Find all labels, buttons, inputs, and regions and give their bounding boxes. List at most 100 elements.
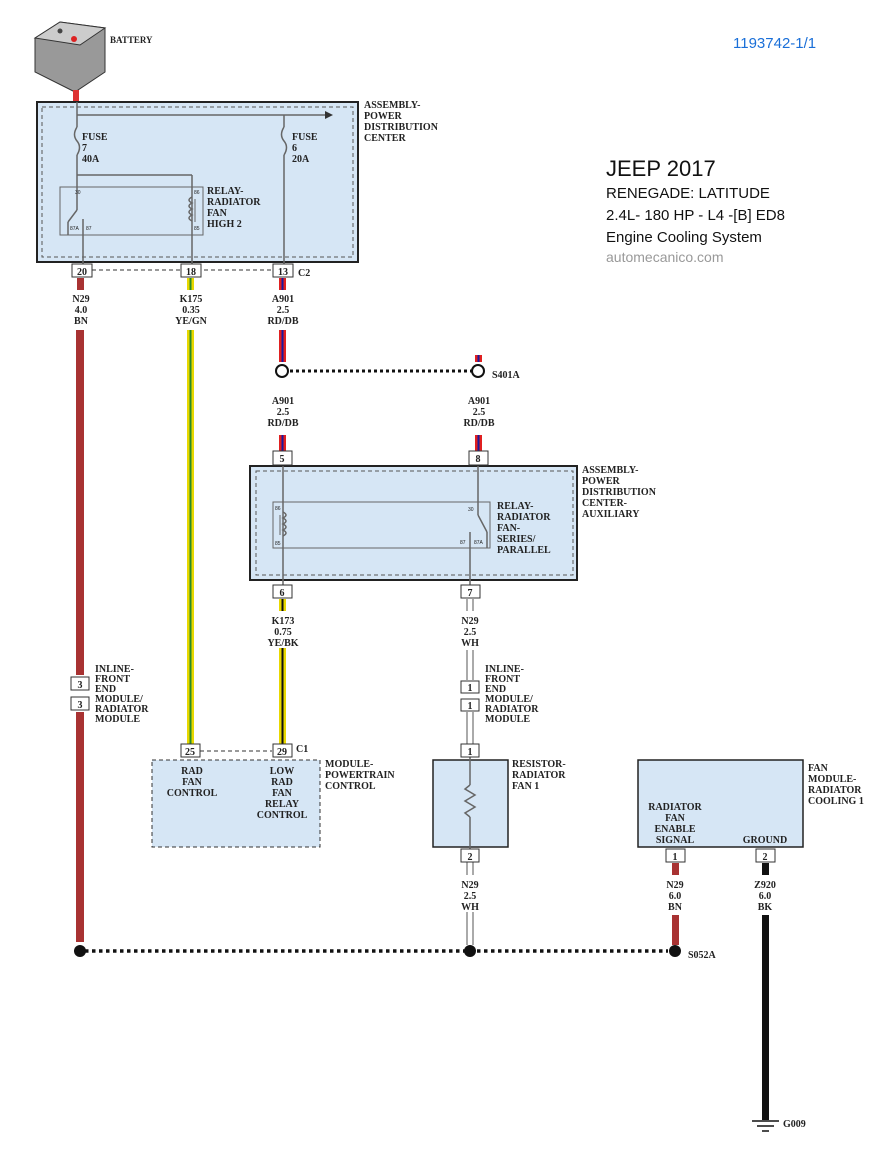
diagram-mark bbox=[272, 501, 491, 549]
diagram-mark bbox=[280, 126, 288, 156]
inline-right-pins-0-text: 1 bbox=[468, 683, 473, 694]
diagram-mark bbox=[468, 450, 489, 466]
connector-c2: 20 18 13 C2 bbox=[71, 263, 310, 279]
diagram-mark bbox=[180, 743, 201, 758]
aux-pins-top-0-text: 5 bbox=[280, 454, 285, 465]
pdc-fuse7-1-text: 7 bbox=[82, 143, 87, 154]
diagram-mark bbox=[460, 680, 480, 694]
diagram-mark bbox=[281, 511, 287, 537]
inline-label-0-text: INLINE- bbox=[485, 664, 524, 675]
inline-label-1-text: FRONT bbox=[95, 674, 130, 685]
diagram-mark bbox=[249, 465, 578, 581]
fan-sig-2-text: ENABLE bbox=[654, 824, 695, 835]
wires-a901-r-1-text: 2.5 bbox=[473, 407, 486, 418]
diagram-mark bbox=[73, 126, 81, 156]
diagram-mark bbox=[477, 355, 480, 362]
wires-a901-0-text: A901 bbox=[272, 294, 294, 305]
splice-s052a-label: S052A bbox=[688, 950, 717, 961]
aux-relay-pins-1-text: 85 bbox=[275, 541, 281, 547]
aux-relay-0-text: RELAY- bbox=[497, 501, 534, 512]
pcm-rad-0-text: RAD bbox=[181, 766, 203, 777]
doc-id: 1193742-1/1 bbox=[733, 35, 816, 52]
diagram-mark bbox=[325, 111, 333, 119]
wires-z920-1-text: 6.0 bbox=[759, 891, 772, 902]
resistor-pins-1-text: 2 bbox=[468, 852, 473, 863]
radiator-cooling-fan-module: 1 2 bbox=[637, 759, 804, 875]
fan-ground-label: GROUND bbox=[743, 835, 787, 846]
pcm-conn-text: C1 bbox=[296, 744, 308, 755]
aux-relay-pins-3-text: 87 bbox=[460, 540, 466, 546]
inline-label-5-text: MODULE bbox=[485, 714, 530, 725]
aux-l1-text: ASSEMBLY- bbox=[582, 465, 639, 476]
radiator-fan-resistor: 1 2 bbox=[432, 743, 509, 863]
pcm-low-4-text: CONTROL bbox=[257, 810, 308, 821]
wires-n29-wh2-0-text: N29 bbox=[461, 880, 478, 891]
wires-n29-wh-0-text: N29 bbox=[461, 616, 478, 627]
title-system: Engine Cooling System bbox=[606, 229, 762, 246]
aux-l5-text: AUXILIARY bbox=[582, 509, 640, 520]
wire-a901 bbox=[275, 330, 485, 452]
pdc-fuse7-2-text: 40A bbox=[82, 154, 100, 165]
pdc-relay-1-text: RADIATOR bbox=[207, 197, 261, 208]
fan-label-1-text: MODULE- bbox=[808, 774, 856, 785]
inline-left-pins-1-text: 3 bbox=[78, 700, 83, 711]
power-distribution-center bbox=[36, 101, 359, 266]
inline-label-5-text: MODULE bbox=[95, 714, 140, 725]
diagram-mark bbox=[279, 278, 286, 290]
diagram-mark bbox=[76, 330, 84, 675]
wires-n29-bn6-1-text: 6.0 bbox=[669, 891, 682, 902]
wires-n29-wh2-2-text: WH bbox=[461, 902, 479, 913]
wires-n29-bn6-0-text: N29 bbox=[666, 880, 683, 891]
fan-pins-1-text: 2 bbox=[763, 852, 768, 863]
relay-pin-85: 85 bbox=[194, 226, 200, 232]
pcm-rad-2-text: CONTROL bbox=[167, 788, 218, 799]
fan-sig-1-text: FAN bbox=[665, 813, 686, 824]
aux-relay-pins-0-text: 86 bbox=[275, 506, 281, 512]
diagram-mark bbox=[665, 848, 686, 863]
wires-a901-l-2-text: RD/DB bbox=[267, 418, 298, 429]
aux-l4-text: CENTER- bbox=[582, 498, 627, 509]
aux-relay-1-text: RADIATOR bbox=[497, 512, 551, 523]
diagram-mark bbox=[281, 648, 284, 745]
wires-a901-l-1-text: 2.5 bbox=[277, 407, 290, 418]
resistor-pins-0-text: 1 bbox=[468, 747, 473, 758]
wires-k175-0-text: K175 bbox=[180, 294, 203, 305]
diagram-mark bbox=[76, 712, 84, 942]
powertrain-control-module: 25 29 C1 bbox=[151, 743, 321, 848]
wires-k173-1-text: 0.75 bbox=[274, 627, 292, 638]
pdc-relay-0-text: RELAY- bbox=[207, 186, 244, 197]
diagram-mark bbox=[59, 186, 204, 236]
pcm-label-1-text: POWERTRAIN bbox=[325, 770, 395, 781]
fan-pins-0-text: 1 bbox=[673, 852, 678, 863]
diagram-mark bbox=[672, 863, 679, 875]
pcm-label-2-text: CONTROL bbox=[325, 781, 376, 792]
wire-k173 bbox=[279, 599, 286, 745]
pdc-pins-1-text: 18 bbox=[186, 267, 196, 278]
diagram-mark bbox=[33, 21, 107, 46]
diagram-mark bbox=[762, 863, 769, 875]
diagram-mark bbox=[471, 364, 485, 378]
wires-z920-0-text: Z920 bbox=[754, 880, 776, 891]
wires-z920-2-text: BK bbox=[758, 902, 773, 913]
aux-pins-bottom-1-text: 7 bbox=[468, 588, 473, 599]
wires-n29-top-0-text: N29 bbox=[72, 294, 89, 305]
diagram-mark bbox=[189, 278, 192, 290]
wires-n29-wh-1-text: 2.5 bbox=[464, 627, 477, 638]
pcm-low-2-text: FAN bbox=[272, 788, 293, 799]
diagram-mark bbox=[188, 196, 194, 222]
wires-n29-wh2-1-text: 2.5 bbox=[464, 891, 477, 902]
inline-right-pins-1-text: 1 bbox=[468, 701, 473, 712]
fan-label-3-text: COOLING 1 bbox=[808, 796, 864, 807]
diagram-mark bbox=[36, 101, 359, 263]
power-distribution-center-auxiliary bbox=[249, 465, 578, 586]
